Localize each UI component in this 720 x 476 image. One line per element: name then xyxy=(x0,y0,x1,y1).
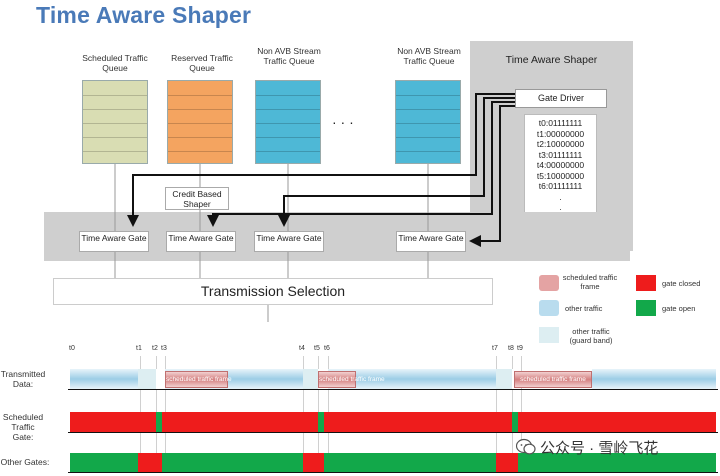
tick-label: t3 xyxy=(161,345,167,352)
time-aware-gate-3: Time Aware Gate xyxy=(254,231,324,252)
transmission-selection: Transmission Selection xyxy=(53,278,493,305)
legend-scheduled-swatch xyxy=(539,275,559,291)
other-traffic-segment xyxy=(328,369,496,389)
guard-band-segment xyxy=(138,369,156,389)
gate-open-segment xyxy=(512,412,518,432)
row-label-other-gates: Other Gates: xyxy=(0,457,50,467)
gate-open-segment xyxy=(156,412,162,432)
other-traffic-segment xyxy=(592,369,716,389)
queue-slot-divider xyxy=(83,137,147,138)
time-aware-gate-2: Time Aware Gate xyxy=(166,231,236,252)
tick-label: t9 xyxy=(517,345,523,352)
gate-closed-segment xyxy=(70,412,716,432)
schedule-entry: t5:10000000 xyxy=(536,170,585,181)
legend-guard-swatch xyxy=(539,327,559,343)
nonavb-traffic-queue-2 xyxy=(395,80,461,164)
gate-driver: Gate Driver xyxy=(515,89,607,108)
queue-slot-divider xyxy=(396,123,460,124)
queue-slot-divider xyxy=(168,95,232,96)
time-aware-gate-1: Time Aware Gate xyxy=(79,231,149,252)
row-label-scheduled-gate: Scheduled Traffic Gate: xyxy=(2,412,44,442)
credit-based-shaper: Credit Based Shaper xyxy=(165,187,229,210)
scheduled-frame-label: scheduled traffic frame xyxy=(166,376,232,383)
baseline-transmitted xyxy=(68,389,718,390)
legend-open-swatch xyxy=(636,300,656,316)
gate-open-segment xyxy=(318,412,324,432)
queue-slot-divider xyxy=(256,151,320,152)
baseline-scheduled xyxy=(68,432,718,433)
queue-slot-divider xyxy=(168,109,232,110)
queue-label-scheduled: Scheduled Traffic Queue xyxy=(82,53,148,73)
schedule-entry: . xyxy=(559,202,562,212)
page-title: Time Aware Shaper xyxy=(36,2,252,28)
scheduled-frame-segment: scheduled traffic frame xyxy=(514,371,592,388)
tick-label: t2 xyxy=(152,345,158,352)
queue-slot-divider xyxy=(83,95,147,96)
legend-open-label: gate open xyxy=(662,304,696,313)
scheduled-frame-segment: scheduled traffic frame xyxy=(318,371,385,388)
schedule-entry: t4:00000000 xyxy=(536,160,585,170)
schedule-entry: t6:01111111 xyxy=(538,181,583,191)
idle-segment xyxy=(156,369,165,389)
nonavb-traffic-queue-1 xyxy=(255,80,321,164)
scheduled-frame-label: scheduled traffic frame xyxy=(319,376,385,383)
queue-slot-divider xyxy=(256,109,320,110)
guard-band-segment xyxy=(496,369,512,389)
queue-slot-divider xyxy=(256,137,320,138)
schedule-entry: t2:10000000 xyxy=(536,139,585,149)
queue-slot-divider xyxy=(83,109,147,110)
wechat-icon xyxy=(516,438,536,455)
watermark-text: 公众号 · 雪岭飞花 xyxy=(540,440,659,457)
tick-label: t7 xyxy=(492,345,498,352)
queue-label-nonavb-1: Non AVB Stream Traffic Queue xyxy=(257,46,321,66)
legend-other-label: other traffic xyxy=(565,304,603,313)
queue-slot-divider xyxy=(396,151,460,152)
gate-closed-segment xyxy=(138,453,162,472)
queue-slot-divider xyxy=(168,123,232,124)
gate-closed-segment xyxy=(303,453,324,472)
tick-label: t6 xyxy=(324,345,330,352)
schedule-entry: t3:01111111 xyxy=(538,149,583,160)
guard-band-segment xyxy=(303,369,318,389)
scheduled-frame-label: scheduled traffic frame xyxy=(520,376,586,383)
schedule-entry: t0:01111111 xyxy=(538,118,583,128)
queue-label-reserved: Reserved Traffic Queue xyxy=(171,53,233,73)
queue-slot-divider xyxy=(256,95,320,96)
tick-label: t0 xyxy=(69,345,75,352)
legend-closed-label: gate closed xyxy=(662,279,701,288)
gate-closed-segment xyxy=(496,453,518,472)
queue-label-nonavb-2: Non AVB Stream Traffic Queue xyxy=(397,46,461,66)
queue-slot-divider xyxy=(396,95,460,96)
queue-slot-divider xyxy=(396,137,460,138)
legend-other-swatch xyxy=(539,300,559,316)
legend-scheduled-label: scheduled traffic frame xyxy=(562,273,618,291)
baseline-other xyxy=(68,472,718,473)
legend-guard-label: other traffic (guard band) xyxy=(569,327,613,345)
tick-label: t4 xyxy=(299,345,305,352)
gate-open-segment xyxy=(70,453,716,472)
legend-closed-swatch xyxy=(636,275,656,291)
other-traffic-segment xyxy=(70,369,138,389)
reserved-traffic-queue xyxy=(167,80,233,164)
tick-label: t1 xyxy=(136,345,142,352)
queue-slot-divider xyxy=(256,123,320,124)
scheduled-frame-segment: scheduled traffic frame xyxy=(165,371,232,388)
queue-slot-divider xyxy=(83,151,147,152)
queue-ellipsis: · · · xyxy=(332,114,354,130)
queue-slot-divider xyxy=(168,151,232,152)
time-aware-gate-4: Time Aware Gate xyxy=(396,231,466,252)
schedule-entry: . xyxy=(559,191,562,202)
queue-slot-divider xyxy=(83,123,147,124)
watermark: 公众号 · 雪岭飞花 xyxy=(516,437,706,457)
tick-label: t5 xyxy=(314,345,320,352)
schedule-entry: t1:00000000 xyxy=(536,128,585,139)
row-label-transmitted: Transmitted Data: xyxy=(0,369,46,389)
tick-label: t8 xyxy=(508,345,514,352)
tas-title: Time Aware Shaper xyxy=(505,54,598,66)
scheduled-traffic-queue xyxy=(82,80,148,164)
queue-slot-divider xyxy=(396,109,460,110)
queue-slot-divider xyxy=(168,137,232,138)
